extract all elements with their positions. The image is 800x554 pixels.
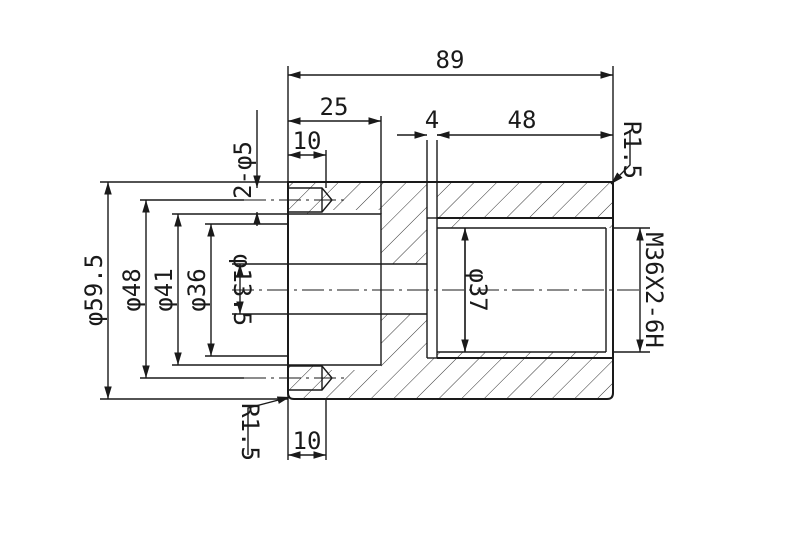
dim-through-hole: φ13.5 <box>228 254 256 326</box>
dim-hole-circle: φ48 <box>118 268 146 311</box>
dimension-lines <box>100 66 650 460</box>
dim-thread-spec: M36X2-6H <box>640 232 668 348</box>
dim-overall-length: 89 <box>436 46 465 74</box>
dimension-labels: 89 25 4 48 10 10 2-φ5 φ59.5 φ48 φ41 φ36 … <box>80 46 668 461</box>
section-hatching <box>288 182 613 399</box>
dim-groove-diameter: φ37 <box>464 268 492 311</box>
dim-fillet-top: R1.5 <box>618 121 646 179</box>
dim-groove-width: 4 <box>425 106 439 134</box>
dim-bore-depth: 48 <box>508 106 537 134</box>
dim-hole-callout: 2-φ5 <box>229 141 257 199</box>
dim-outer-diameter: φ59.5 <box>80 254 108 326</box>
dim-counterbore-41: φ41 <box>150 268 178 311</box>
dim-hole-depth-top: 10 <box>293 127 322 155</box>
center-lines <box>232 199 640 379</box>
dim-flange-depth: 25 <box>320 93 349 121</box>
dim-fillet-bottom: R1.5 <box>236 403 264 461</box>
dim-hole-depth-bottom: 10 <box>293 427 322 455</box>
dim-counterbore-36: φ36 <box>183 268 211 311</box>
